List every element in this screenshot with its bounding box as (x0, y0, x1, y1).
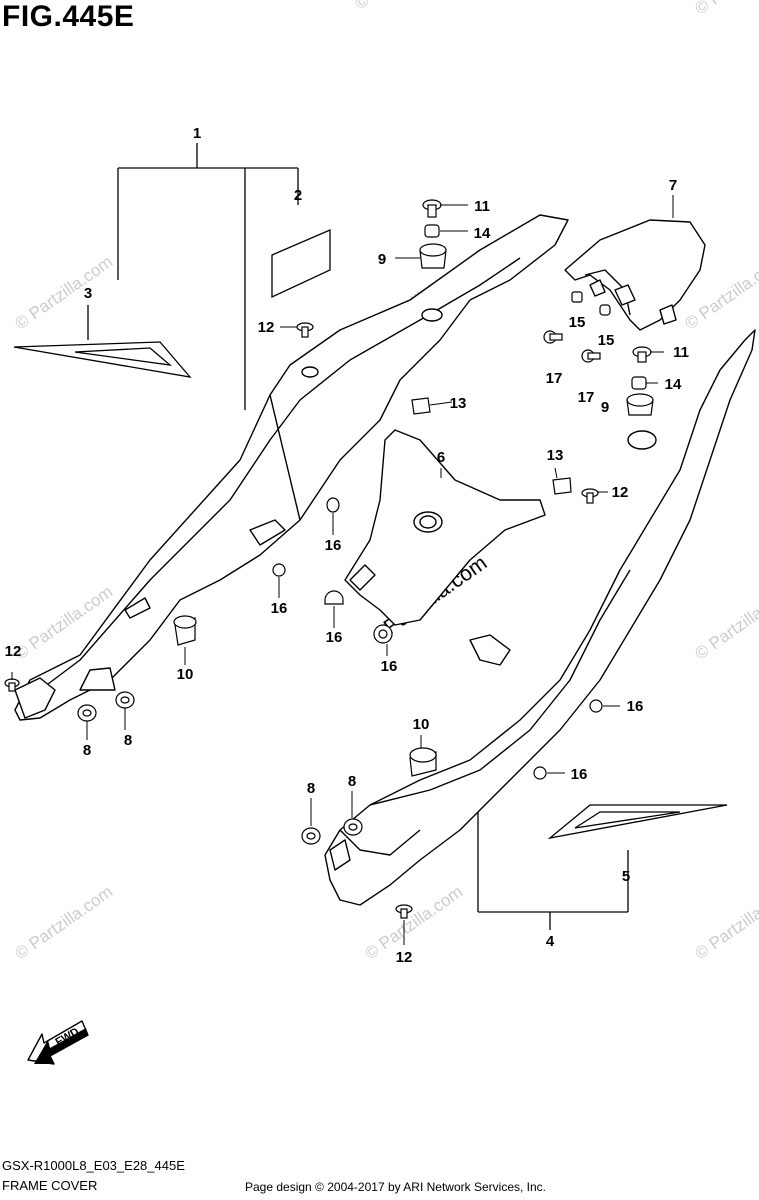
callout-11: 11 (673, 344, 689, 361)
nut-15-b (599, 304, 611, 316)
watermark-text: © Partzilla.com (11, 882, 116, 963)
fwd-arrow-icon: FWD (27, 1020, 89, 1065)
bolt-17-b (581, 349, 601, 363)
callout-9: 9 (378, 251, 386, 268)
clip-13-a (411, 397, 431, 415)
grommet-9-right (626, 393, 654, 416)
watermark-text: © Partzilla.com (11, 252, 116, 333)
decal-3 (13, 341, 192, 378)
callout-10: 10 (177, 666, 194, 683)
grommet-10-right (409, 747, 437, 777)
grommet-9-top (419, 243, 447, 269)
watermark-text: © Partzilla.com (691, 882, 759, 963)
watermark-text: © Partzilla.com (691, 582, 759, 663)
callout-16: 16 (381, 658, 398, 675)
callout-12: 12 (396, 949, 413, 966)
bush-8-c (301, 827, 321, 845)
callout-14: 14 (474, 225, 491, 242)
seat-cowl (564, 219, 706, 331)
callout-labels: 1 2 3 4 5 6 7 8 8 8 8 9 9 10 10 11 11 12… (5, 125, 689, 966)
watermark-text: © Partzilla.com (351, 0, 456, 13)
callout-16: 16 (271, 600, 288, 617)
callout-15: 15 (569, 314, 586, 331)
left-frame-cover (14, 214, 569, 721)
bush-8-b (115, 691, 135, 709)
callout-leaders (11, 195, 674, 945)
nut-14-top (424, 224, 440, 238)
grommet-10-left (173, 615, 197, 646)
clip-16-d (373, 624, 393, 644)
callout-9: 9 (601, 399, 609, 416)
callout-4: 4 (546, 933, 555, 950)
copyright-text: Page design © 2004-2017 by ARI Network S… (245, 1180, 547, 1194)
callout-16: 16 (571, 766, 588, 783)
callout-2: 2 (294, 187, 302, 204)
nut-15-a (571, 291, 583, 303)
callout-13: 13 (450, 395, 467, 412)
clip-16-e (589, 699, 603, 713)
clip-16-a (326, 497, 340, 513)
bolt-17-a (543, 330, 563, 344)
watermark-text: © Partzilla.com (691, 0, 759, 18)
callout-8: 8 (124, 732, 132, 749)
clip-13-b (552, 477, 572, 495)
callout-7: 7 (669, 177, 677, 194)
decal-5 (547, 804, 728, 840)
screw-12-a (296, 322, 314, 338)
callout-15: 15 (598, 332, 615, 349)
screw-12-b (581, 488, 599, 504)
model-code: GSX-R1000L8_E03_E28_445E (2, 1158, 185, 1173)
callout-17: 17 (546, 370, 563, 387)
callout-17: 17 (578, 389, 595, 406)
nut-14-right (631, 376, 647, 390)
callout-1: 1 (193, 125, 201, 142)
callout-14: 14 (665, 376, 682, 393)
screw-12-d (395, 904, 413, 919)
clip-16-c (324, 590, 344, 605)
callout-12: 12 (5, 643, 22, 660)
decal-2 (271, 229, 331, 299)
bush-8-a (77, 704, 97, 722)
clip-16-f (533, 766, 547, 780)
callout-3: 3 (84, 285, 92, 302)
right-frame-cover (324, 329, 756, 906)
screw-11-top (422, 199, 442, 218)
bush-8-d (343, 818, 363, 836)
clip-16-b (272, 563, 286, 577)
callout-12: 12 (612, 484, 629, 501)
callout-10: 10 (413, 716, 430, 733)
callout-16: 16 (326, 629, 343, 646)
hardware-group (4, 199, 654, 919)
callout-12: 12 (258, 319, 275, 336)
screw-11-right (632, 346, 652, 363)
callout-8: 8 (83, 742, 91, 759)
callout-16: 16 (325, 537, 342, 554)
callout-11: 11 (474, 198, 490, 215)
leader-lines (87, 143, 629, 930)
callout-16: 16 (627, 698, 644, 715)
callout-8: 8 (348, 773, 356, 790)
callout-13: 13 (547, 447, 564, 464)
center-cover (344, 429, 546, 626)
callout-5: 5 (622, 868, 630, 885)
figure-title: FIG.445E (2, 0, 135, 33)
callout-6: 6 (437, 449, 445, 466)
callout-8: 8 (307, 780, 315, 797)
section-name: FRAME COVER (2, 1178, 98, 1193)
